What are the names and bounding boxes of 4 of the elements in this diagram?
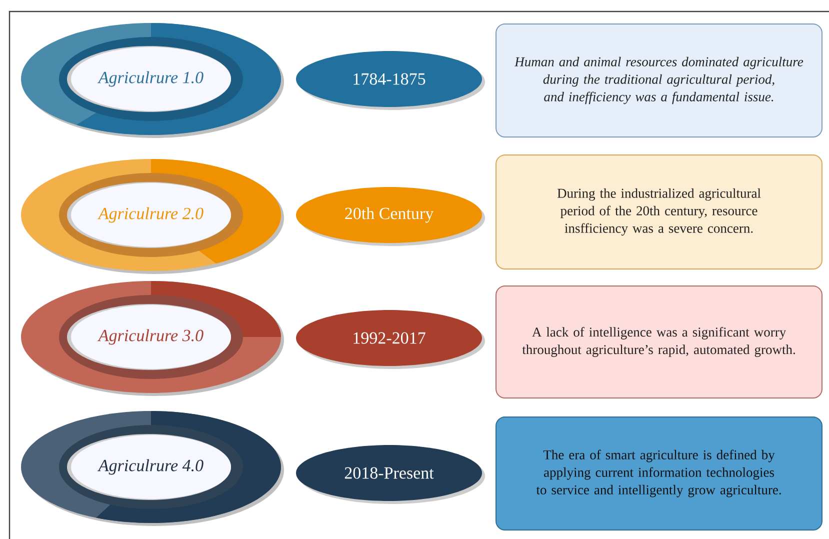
- description-box: The era of smart agriculture is defined by applying current information technologies to service and intelligently grow agriculture.: [496, 416, 822, 530]
- description-box: During the industrialized agricultural period of the 20th century, resource insfficiency was a severe concern.: [496, 154, 822, 270]
- description-box: Human and animal resources dominated agriculture during the traditional agricultural period, and inefficiency was a fundamental issue.: [496, 24, 822, 138]
- description-box: A lack of intelligence was a significant worry throughout agriculture’s rapid, automated growth.: [496, 286, 822, 398]
